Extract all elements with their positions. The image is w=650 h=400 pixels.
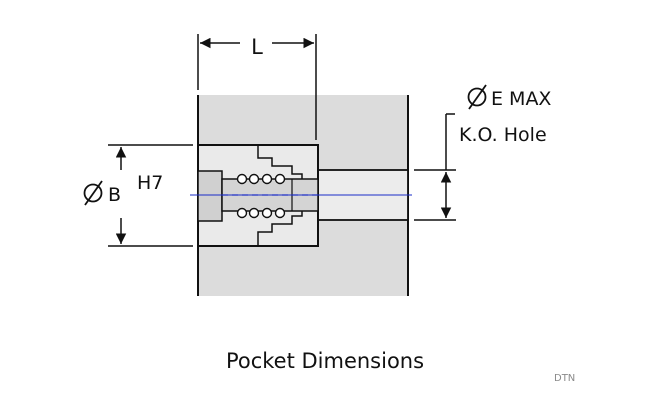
dim-l-label: L bbox=[251, 35, 263, 59]
bearing-ball bbox=[261, 207, 273, 219]
bearing-balls-bottom bbox=[236, 207, 286, 219]
bearing-ball bbox=[248, 173, 260, 185]
watermark: DTN bbox=[554, 373, 575, 384]
dim-b-label: B bbox=[108, 184, 121, 206]
caption: Pocket Dimensions bbox=[226, 349, 424, 373]
bearing-ball bbox=[236, 173, 248, 185]
diameter-symbol-icon bbox=[83, 180, 103, 206]
bearing-ball bbox=[274, 207, 286, 219]
shaft-hub bbox=[197, 170, 223, 222]
diameter-symbol-icon bbox=[467, 84, 487, 110]
dim-e-ko-hole-label: K.O. Hole bbox=[459, 124, 547, 146]
bearing-ball bbox=[236, 207, 248, 219]
bearing-ball bbox=[274, 173, 286, 185]
dim-e-label: E MAX bbox=[491, 88, 551, 110]
bearing-ball bbox=[261, 173, 273, 185]
bearing-ball bbox=[248, 207, 260, 219]
bearing-balls-top bbox=[236, 173, 286, 185]
dim-b-tolerance-label: H7 bbox=[137, 172, 163, 194]
